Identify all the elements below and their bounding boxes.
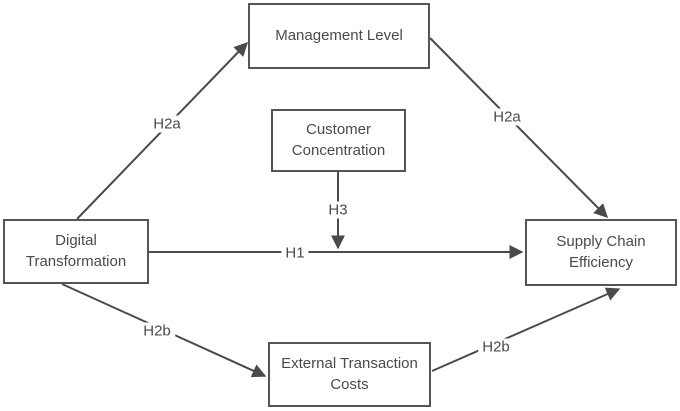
edge-label-h2b-left: H2b — [139, 322, 175, 340]
arrow-management-to-supply — [429, 37, 608, 218]
node-customer-concentration: Customer Concentration — [271, 109, 406, 172]
node-supply-chain-efficiency-label: Supply Chain Efficiency — [556, 233, 646, 271]
arrow-external-to-supply — [431, 287, 621, 372]
edge-label-h1: H1 — [281, 244, 309, 262]
edge-label-h2a-left: H2a — [149, 115, 185, 133]
node-external-transaction-costs-label: External Transaction Costs — [281, 355, 418, 393]
node-digital-transformation-label: Digital Transformation — [25, 232, 127, 270]
node-digital-transformation: Digital Transformation — [3, 219, 149, 284]
node-supply-chain-efficiency: Supply Chain Efficiency — [525, 219, 677, 286]
edge-label-h2a-right: H2a — [489, 108, 525, 126]
node-external-transaction-costs: External Transaction Costs — [268, 342, 431, 407]
node-management-level: Management Level — [248, 3, 430, 69]
edge-label-h3: H3 — [324, 201, 352, 219]
node-customer-concentration-label: Customer Concentration — [291, 121, 386, 159]
edge-label-h2b-right: H2b — [478, 338, 514, 356]
node-management-level-label: Management Level — [275, 26, 403, 44]
